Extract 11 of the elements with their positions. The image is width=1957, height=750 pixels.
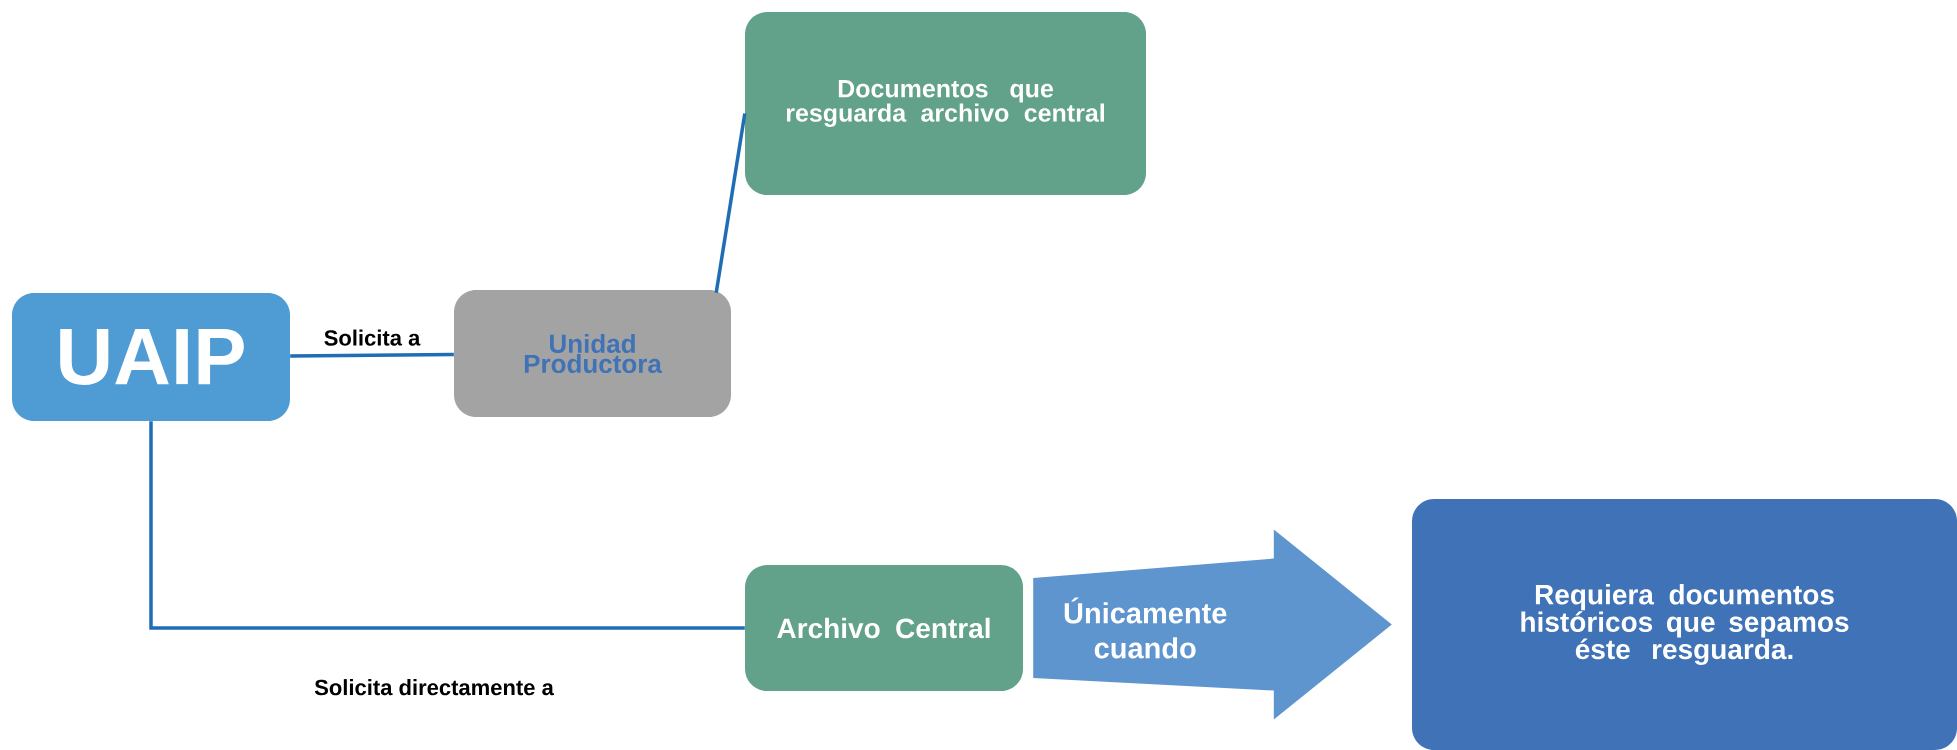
connector-line [714,113,747,294]
connector-line [149,421,745,630]
connector-line [290,352,454,358]
rounded-box: Unidad Productora [454,290,731,417]
edge-label: Solicita directamente a [314,679,554,696]
rounded-box: Documentos que resguarda archivo central [745,12,1146,195]
rounded-box: Archivo Central [745,565,1023,691]
rounded-box: UAIP [12,293,290,421]
rounded-box: Requiera documentos históricos que sepamos éste resguarda. [1412,499,1957,750]
edge-label: Únicamente cuando [1048,595,1243,661]
edge-label: Solicita a [324,329,421,346]
